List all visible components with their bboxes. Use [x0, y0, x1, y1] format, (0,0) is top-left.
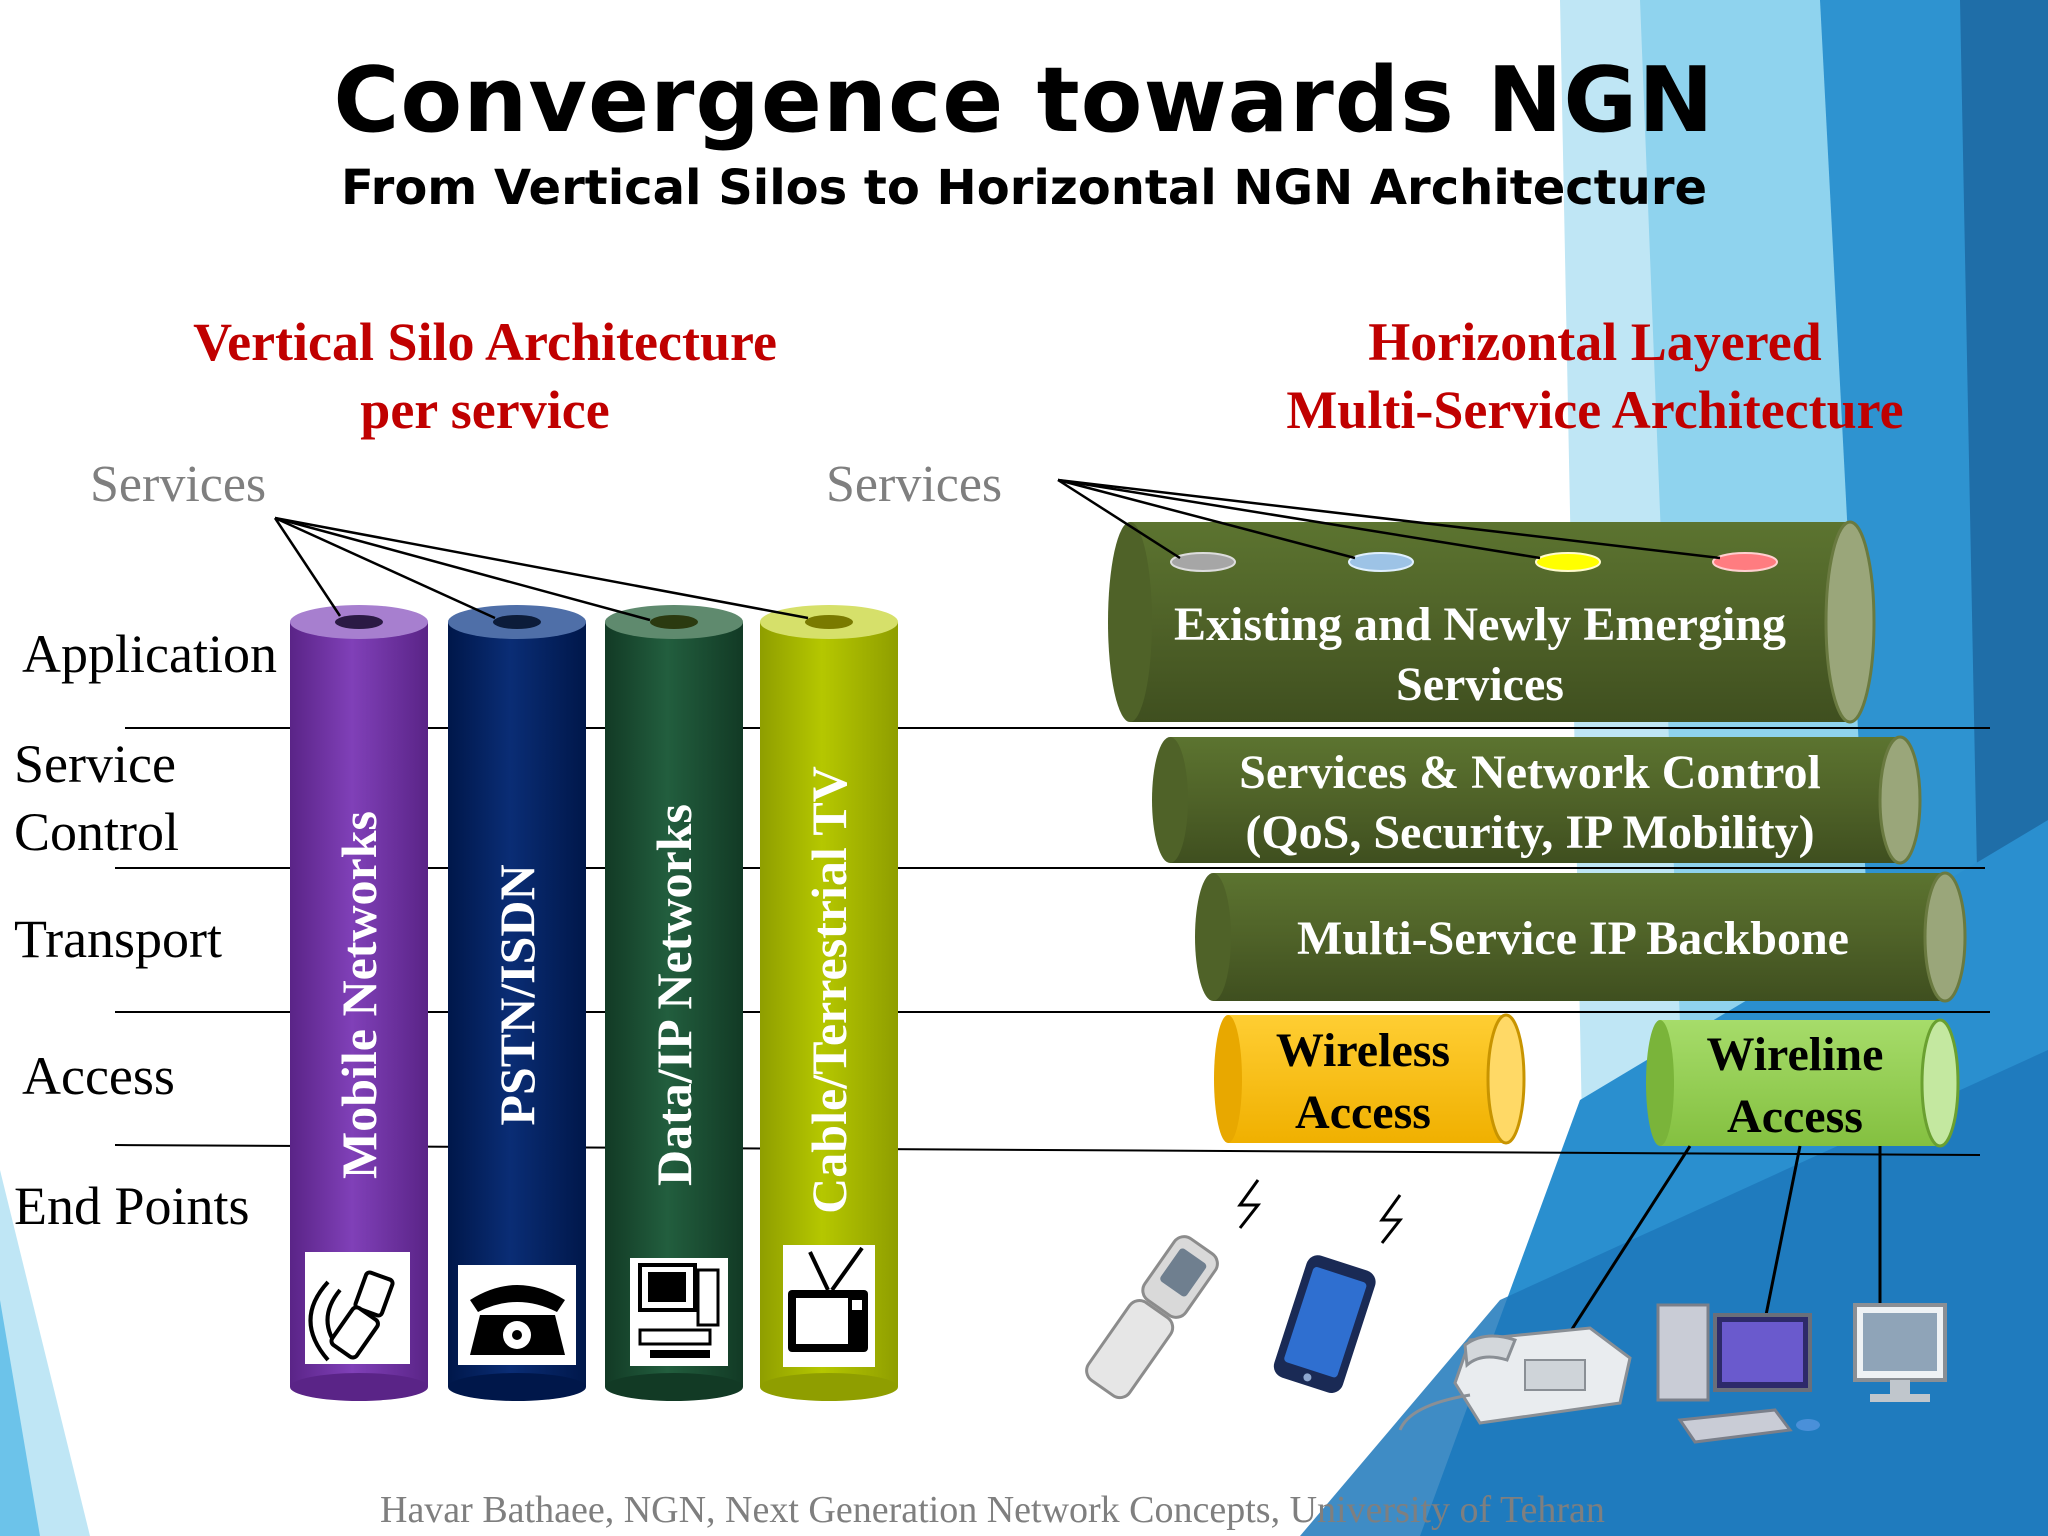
- smartphone-icon: [1273, 1255, 1376, 1393]
- wireless-access-label: Wireless Access: [1228, 1020, 1498, 1144]
- services-layer-line2: Services: [1396, 658, 1564, 711]
- cylinder-control: [1152, 735, 1922, 865]
- wireline-line2: Access: [1727, 1090, 1863, 1143]
- services-layer-label: Existing and Newly Emerging Services: [1130, 595, 1830, 715]
- mobile-phone-icon: [305, 1252, 410, 1364]
- flip-phone-icon: [1085, 1235, 1219, 1400]
- layer-label-service: Service: [14, 734, 176, 794]
- silo-label-pstn: PSTN/ISDN: [489, 864, 545, 1126]
- control-layer-label: Services & Network Control (QoS, Securit…: [1170, 743, 1890, 863]
- wireline-access-label: Wireline Access: [1660, 1024, 1930, 1148]
- tv-icon: [783, 1245, 875, 1367]
- cylinder-wireless-access: [1214, 1013, 1526, 1145]
- cylinder-services: [1108, 520, 1876, 724]
- computer-icon: [630, 1258, 728, 1366]
- footer-credit: Havar Bathaee, NGN, Next Generation Netw…: [380, 1489, 1605, 1531]
- silo-label-cable: Cable/Terrestrial TV: [801, 766, 857, 1214]
- silo-label-data: Data/IP Networks: [646, 804, 702, 1186]
- right-heading: Horizontal Layered Multi-Service Archite…: [1230, 308, 1960, 444]
- cylinder-wireline-access: [1646, 1018, 1960, 1148]
- left-services-label: Services: [90, 456, 267, 513]
- layer-label-transport: Transport: [14, 909, 223, 969]
- right-services-label: Services: [826, 456, 1003, 513]
- left-heading: Vertical Silo Architecture per service: [140, 308, 830, 444]
- desktop-computer-icon: [1656, 1303, 1820, 1444]
- slide-subtitle: From Vertical Silos to Horizontal NGN Ar…: [340, 160, 1708, 216]
- control-layer-line1: Services & Network Control: [1239, 746, 1821, 799]
- lightning-icon: [1237, 1179, 1404, 1244]
- left-heading-line1: Vertical Silo Architecture: [193, 312, 777, 372]
- wireline-line1: Wireline: [1706, 1028, 1884, 1081]
- right-heading-line1: Horizontal Layered: [1368, 312, 1822, 372]
- backbone-layer-label: Multi-Service IP Backbone: [1297, 912, 1849, 965]
- wireless-line1: Wireless: [1275, 1024, 1451, 1077]
- cylinder-backbone: [1195, 871, 1967, 1003]
- slide-title: Convergence towards NGN: [333, 48, 1715, 153]
- layer-label-access: Access: [22, 1046, 175, 1106]
- desk-phone-icon: [1398, 1326, 1632, 1431]
- wireline-drop-lines: [1563, 1145, 1882, 1341]
- right-heading-line2: Multi-Service Architecture: [1286, 380, 1904, 440]
- layer-label-application: Application: [22, 624, 277, 684]
- control-layer-line2: (QoS, Security, IP Mobility): [1245, 806, 1815, 859]
- silo-label-mobile: Mobile Networks: [331, 811, 387, 1179]
- left-heading-line2: per service: [360, 380, 610, 440]
- telephone-icon: [458, 1265, 576, 1365]
- monitor-icon: [1853, 1303, 1947, 1402]
- right-services-pointer-lines: [1057, 478, 1721, 560]
- layer-label-control: Control: [14, 802, 180, 862]
- silo-pstn-isdn: [448, 605, 586, 1401]
- layer-label-end-points: End Points: [14, 1176, 250, 1236]
- services-layer-line1: Existing and Newly Emerging: [1173, 598, 1787, 651]
- wireless-line2: Access: [1295, 1086, 1431, 1139]
- left-services-pointer-lines: [273, 516, 809, 622]
